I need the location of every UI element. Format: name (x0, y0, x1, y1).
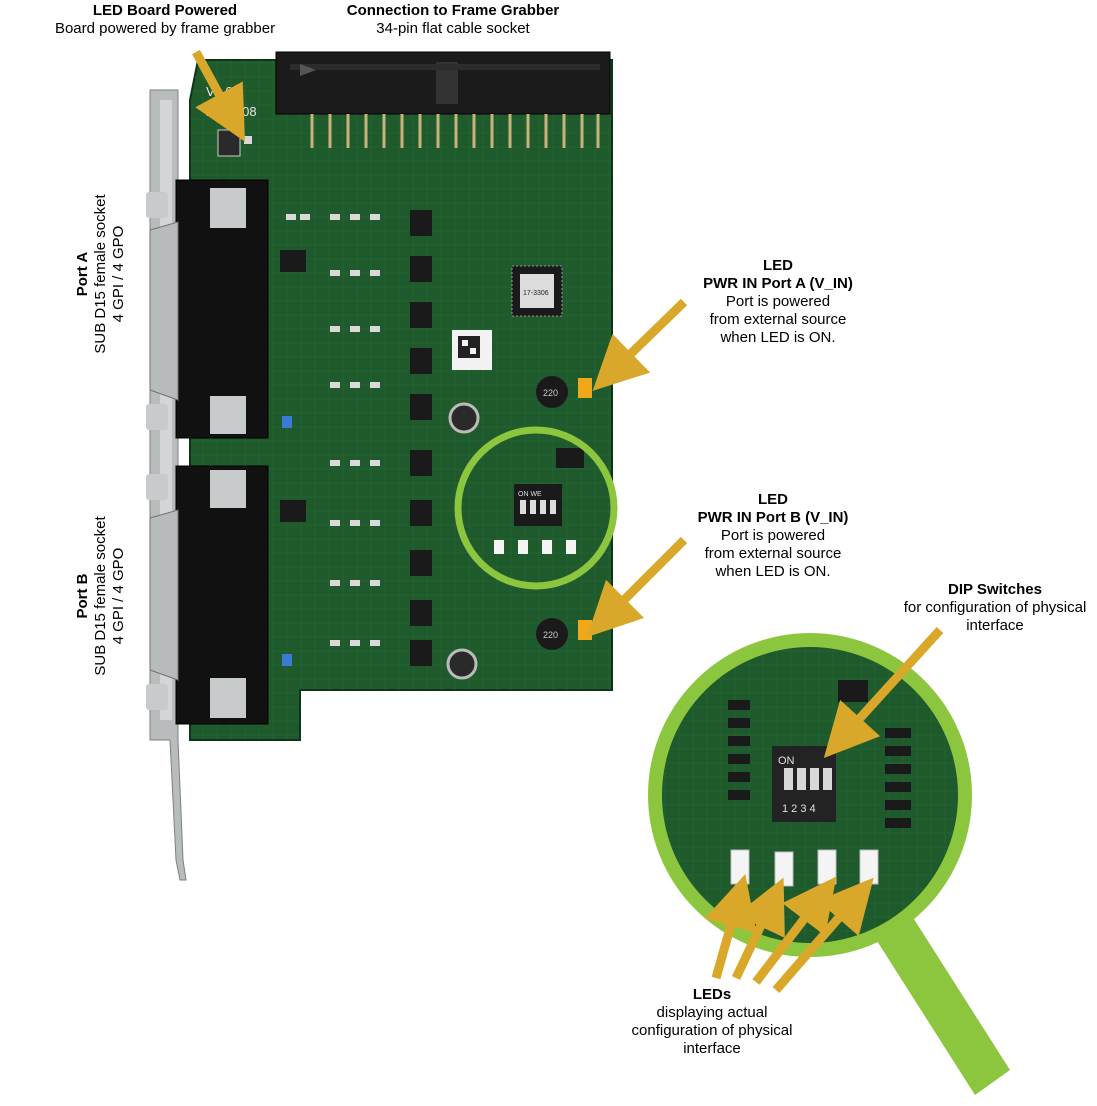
blue-component-a (282, 416, 292, 428)
label-dip-desc2: interface (966, 617, 1024, 634)
label-leds-desc2: configuration of physical (631, 1022, 793, 1039)
label-led-board-title: LED Board Powered (92, 2, 238, 19)
label-leds-desc3: interface (683, 1040, 741, 1057)
label-dip-switches: DIP Switches for configuration of physic… (895, 581, 1095, 635)
label-port-b-line1: SUB D15 female socket (92, 516, 109, 676)
connector-pins (310, 114, 600, 148)
arrow-led-board (192, 49, 245, 142)
label-port-a-line2: 4 GPI / 4 GPO (110, 225, 127, 323)
electrolytic-capacitors (446, 402, 480, 680)
label-port-a: Port A SUB D15 female socket 4 GPI / 4 G… (74, 164, 130, 384)
label-led-b-desc3: when LED is ON. (715, 563, 831, 580)
arrow-led-1 (704, 874, 757, 980)
dip-numbers: 1 2 3 4 (782, 803, 816, 815)
label-led-a-title1: LED (763, 257, 793, 274)
label-leds: LEDs displaying actual configuration of … (612, 986, 812, 1058)
label-led-b-title2: PWR IN Port B (V_IN) (697, 509, 849, 526)
label-led-b-desc1: Port is powered (720, 527, 826, 544)
label-port-b: Port B SUB D15 female socket 4 GPI / 4 G… (74, 486, 130, 706)
label-connector-title: Connection to Frame Grabber (346, 2, 560, 19)
label-led-port-b: LED PWR IN Port B (V_IN) Port is powered… (663, 491, 883, 581)
magnifier-handle (870, 905, 1010, 1095)
arrow-led-b (586, 536, 688, 638)
port-a-dsub (146, 179, 269, 439)
label-led-board-desc: Board powered by frame grabber (54, 20, 276, 37)
label-leds-title: LEDs (692, 986, 732, 1003)
label-led-b-title1: LED (758, 491, 788, 508)
label-led-board-powered: LED Board Powered Board powered by frame… (30, 2, 300, 38)
callout-arrows (192, 49, 944, 993)
label-port-a-line1: SUB D15 female socket (92, 194, 109, 354)
label-connector-desc: 34-pin flat cable socket (376, 20, 530, 37)
label-port-b-line2: 4 GPI / 4 GPO (110, 547, 127, 645)
resistor-array (286, 214, 380, 646)
label-led-b-desc2: from external source (704, 545, 842, 562)
port-b-dsub (146, 465, 269, 725)
inductor-b: 220 (536, 618, 568, 650)
led-pwr-port-a (578, 378, 592, 398)
datamatrix-label (452, 330, 492, 370)
arrow-led-3 (752, 876, 837, 985)
label-led-a-desc1: Port is powered (725, 293, 831, 310)
highlight-ring (454, 426, 618, 590)
blue-component-b (282, 654, 292, 666)
label-leds-desc1: displaying actual (656, 1004, 768, 1021)
dip-on-label: ON (778, 755, 795, 767)
board-dip-switch: ON WE (514, 484, 562, 526)
flat-cable-socket (275, 51, 611, 115)
label-connector: Connection to Frame Grabber 34-pin flat … (318, 2, 588, 38)
label-led-a-title2: PWR IN Port A (V_IN) (703, 275, 853, 292)
arrow-dip (823, 626, 944, 758)
smd-components (280, 210, 584, 666)
led-pwr-port-b (578, 620, 592, 640)
arrow-led-2 (731, 877, 785, 980)
label-port-a-title: Port A (74, 251, 91, 297)
microcontroller: 17-3306 (511, 265, 563, 317)
chip-label: 17-3306 (523, 290, 549, 297)
arrow-led-a (592, 298, 688, 391)
pcb (189, 59, 613, 741)
board-config-leds (494, 540, 576, 554)
inductor-a-label: 220 (543, 388, 558, 398)
arrow-led-4 (772, 877, 874, 993)
inductor-a: 220 (536, 376, 568, 408)
label-dip-desc1: for configuration of physical (903, 599, 1087, 616)
magnified-dip-switch: ON 1 2 3 4 (772, 746, 836, 822)
label-led-port-a: LED PWR IN Port A (V_IN) Port is powered… (668, 257, 888, 347)
label-dip-title: DIP Switches (948, 581, 1042, 598)
label-led-a-desc2: from external source (709, 311, 847, 328)
label-led-a-desc3: when LED is ON. (720, 329, 836, 346)
board-dip-label: ON WE (518, 491, 542, 498)
inductor-b-label: 220 (543, 630, 558, 640)
label-port-b-title: Port B (74, 573, 91, 619)
